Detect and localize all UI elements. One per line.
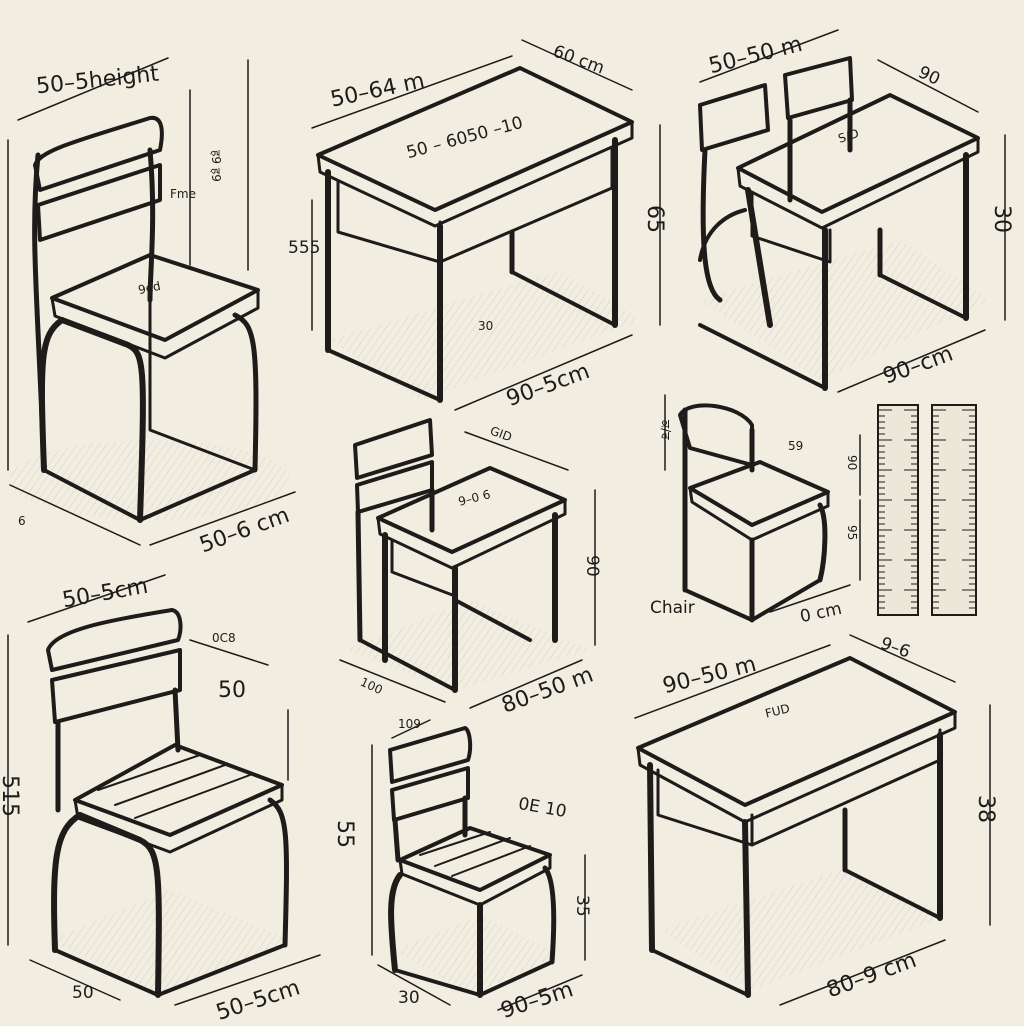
side-chair-mid-label: 90 <box>845 455 859 471</box>
side-chair-low-label: 95 <box>845 525 859 541</box>
desk-2-height-label: 38 <box>973 795 998 823</box>
ruler-right <box>931 404 977 616</box>
side-chair-top-label: 59 <box>788 439 804 453</box>
desk-2-drawing <box>634 634 991 1006</box>
ruler-left <box>877 404 919 616</box>
desk-set-drawing <box>698 29 1006 393</box>
desk-1-left-label: 555 <box>288 238 321 258</box>
mini-height-label: 90 <box>582 555 602 577</box>
chair-4-right-label: 35 <box>572 895 592 917</box>
chair-4-drawing <box>371 719 586 1011</box>
side-chair-height-label: ਕ/ਰ <box>659 420 673 440</box>
chair-1-side-label: ह9 ह9 <box>209 150 223 182</box>
chair-1-mark-label: 6 <box>18 514 26 528</box>
side-chair-caption: Chair <box>650 598 695 618</box>
chair-3-b-label: 50 <box>218 678 246 703</box>
chair-1-drawing <box>7 57 296 546</box>
desk-1-height-label: 65 <box>642 205 667 233</box>
chair-1-small-label: Fme <box>170 187 196 201</box>
chair-3-base-left-label: 50 <box>72 983 94 1003</box>
chair-4-base-left-label: 30 <box>398 988 420 1008</box>
chair-3-drawing <box>7 574 321 1006</box>
set-height-label: 30 <box>989 205 1014 233</box>
mini-set-drawing <box>339 418 596 709</box>
chair-4-height-label: 55 <box>332 820 357 848</box>
chair-3-a-label: 0C8 <box>212 631 236 645</box>
desk-1-drawing <box>311 39 661 411</box>
chair-4-top-label: 109 <box>398 717 421 731</box>
desk-1-inner-label: 30 <box>478 319 494 333</box>
side-chair-drawing <box>664 394 861 623</box>
chair-3-height-label: 515 <box>0 775 22 817</box>
